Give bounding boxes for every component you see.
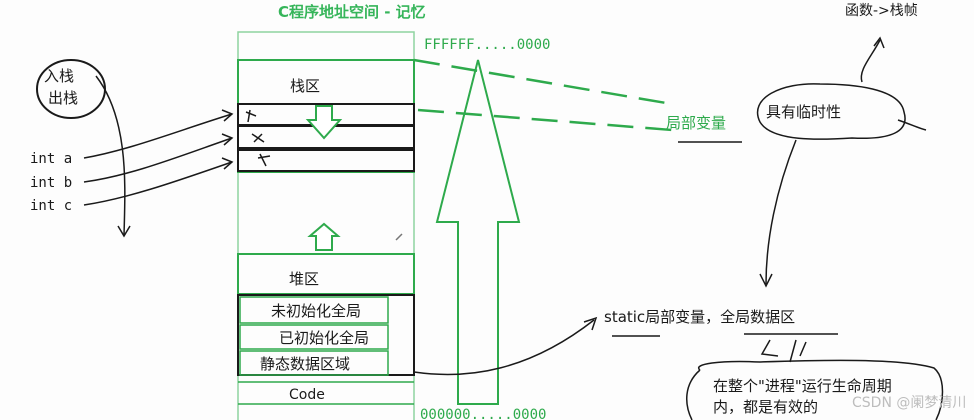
lifetime-line-1: 在整个"进程"运行生命周期 [713, 377, 892, 395]
var-a-arrow [83, 113, 233, 159]
stack-top-pointer-line [413, 58, 673, 106]
pop-label: 出栈 [48, 89, 78, 107]
static-data-label: 静态数据区域 [260, 355, 350, 373]
cloud-to-static-line [765, 139, 797, 285]
stack-slot-pointer-line [417, 108, 673, 132]
address-direction-arrow-icon [435, 59, 521, 405]
temporary-label: 具有临时性 [766, 103, 841, 121]
data-to-static-arrowhead-icon [583, 316, 598, 331]
lifetime-bubble [697, 359, 944, 420]
var-a-arrowhead-icon [221, 109, 234, 122]
stack-slot-c [237, 149, 415, 172]
push-label: 入栈 [44, 67, 74, 85]
var-b-arrowhead-icon [221, 133, 234, 146]
cloud-tail-line [897, 119, 927, 131]
uninit-global-box [239, 296, 389, 324]
data-to-static-line [413, 319, 595, 376]
lifetime-line-2: 内，都是有效的 [713, 398, 818, 416]
heap-region-label: 堆区 [289, 270, 319, 288]
temporary-cloud [757, 83, 906, 140]
code-region-label: Code [289, 387, 325, 403]
slot-mark-c [257, 153, 271, 167]
function-frame-label: 函数->栈帧 [845, 3, 918, 19]
lifetime-bubble-left [686, 369, 701, 420]
flow-arrowhead-icon [117, 225, 131, 238]
variable-a-label: int a [30, 151, 72, 167]
stack-down-arrow-icon [305, 105, 343, 140]
address-top-label: FFFFFF.....0000 [424, 37, 550, 53]
stack-region-label: 栈区 [290, 77, 320, 95]
static-data-box [239, 350, 389, 376]
variable-b-label: int b [30, 175, 72, 191]
frame-link-arrowhead-icon [873, 36, 885, 49]
pencil-mark [395, 233, 403, 241]
address-bottom-label: 000000.....0000 [420, 407, 546, 420]
heap-region [237, 253, 415, 295]
push-pop-flow-line [95, 75, 126, 237]
memory-column [237, 31, 415, 420]
init-global-label: 已初始化全局 [279, 329, 369, 347]
variable-c-label: int c [30, 198, 72, 214]
static-tick-marks [760, 339, 807, 363]
var-b-arrow [83, 137, 233, 183]
slot-mark-b [251, 133, 265, 143]
cloud-to-static-arrowhead-icon [759, 273, 773, 288]
watermark: CSDN @阑梦清川 [852, 395, 966, 411]
uninit-global-label: 未初始化全局 [271, 302, 361, 320]
slot-mark-a [245, 109, 257, 123]
var-c-arrowhead-icon [221, 157, 234, 170]
static-global-label: static局部变量，全局数据区 [604, 308, 795, 326]
heap-up-arrow-icon [307, 222, 341, 251]
frame-link-line [860, 39, 881, 83]
local-variable-label: 局部变量 [666, 114, 726, 132]
init-global-box [239, 324, 389, 350]
diagram-title: C程序地址空间 - 记忆 [278, 3, 426, 21]
var-c-arrow [83, 161, 233, 206]
